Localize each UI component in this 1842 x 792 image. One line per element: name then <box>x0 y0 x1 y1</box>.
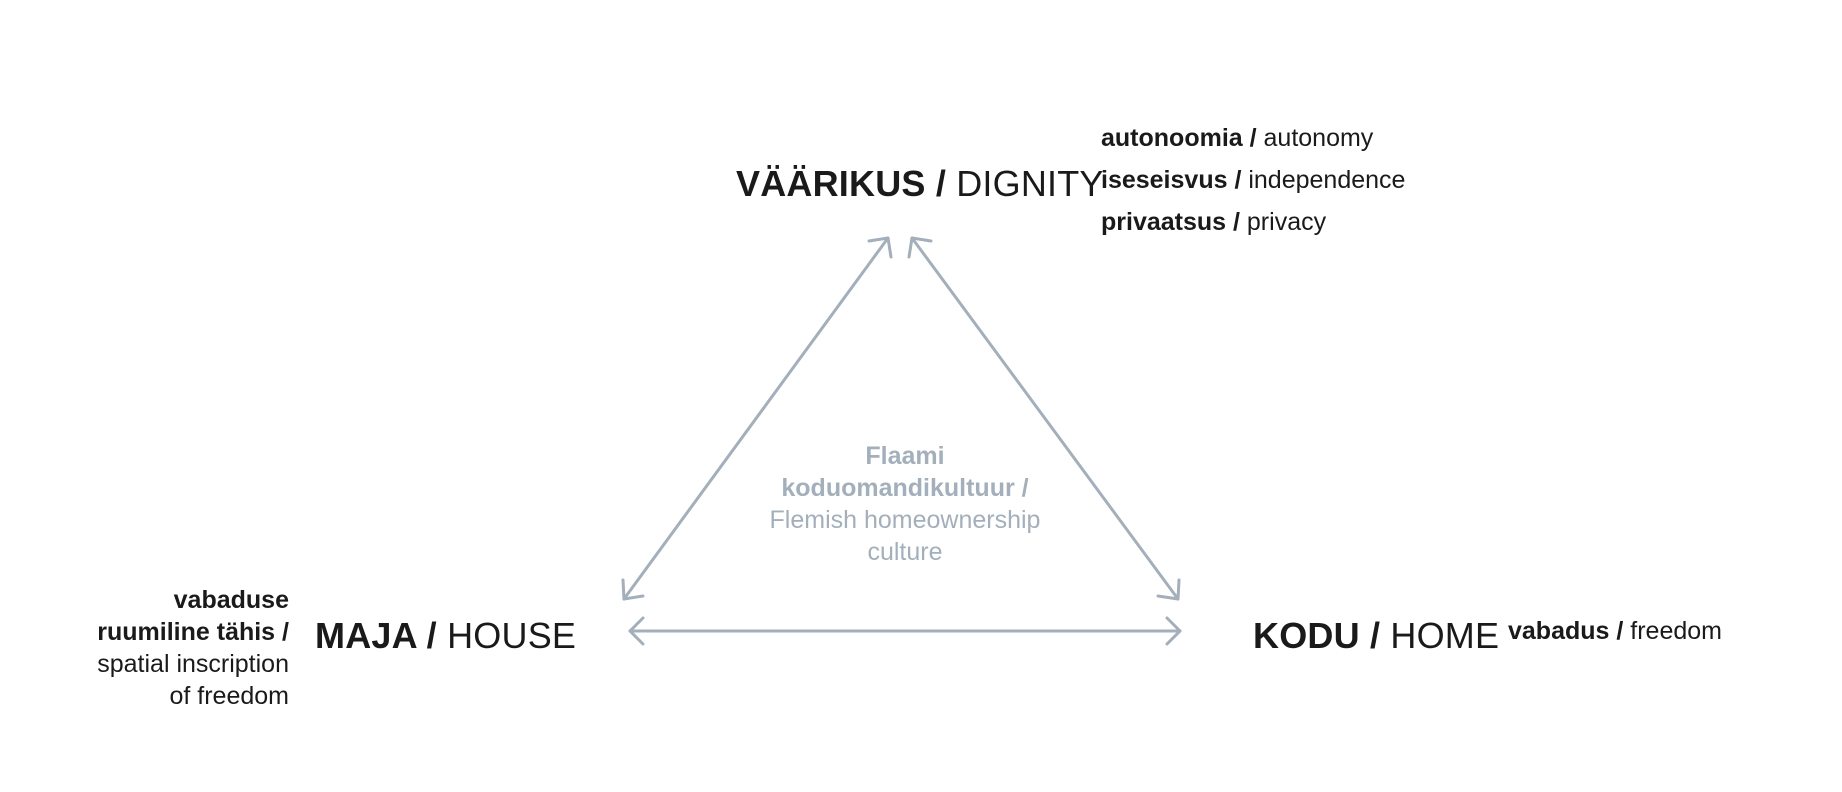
node-house-sep: / <box>416 615 448 656</box>
home-attribute-et: vabadus <box>1508 617 1610 645</box>
arrowhead-dignity-right <box>907 236 933 259</box>
node-home-et: KODU <box>1253 615 1360 656</box>
center-label: Flaami koduomandikultuur / Flemish homeo… <box>745 440 1065 568</box>
center-et-line1: Flaami <box>865 442 945 470</box>
arrowhead-home-bottom <box>1165 616 1182 646</box>
home-attribute-en: freedom <box>1630 617 1722 645</box>
arrow-house-dignity <box>622 236 890 601</box>
arrow-dignity-home <box>910 236 1180 601</box>
center-en-line1: Flemish homeownership <box>769 506 1041 534</box>
home-attribute: vabadus / freedom <box>1508 617 1722 645</box>
node-dignity-sep: / <box>925 163 957 204</box>
node-house-et: MAJA <box>315 615 417 656</box>
arrowhead-dignity-left <box>867 236 893 259</box>
center-en-line2: culture <box>867 538 943 566</box>
house-attribute-et-line1: vabaduse <box>173 586 289 614</box>
node-home: KODU / HOME <box>1253 616 1499 656</box>
arrowhead-house-left <box>621 578 645 601</box>
arrowhead-house-bottom <box>628 616 645 646</box>
house-attribute-et-line2: ruumiline tähis <box>97 618 276 646</box>
node-dignity: VÄÄRIKUS / DIGNITY <box>736 164 1104 204</box>
node-house-en: HOUSE <box>447 615 577 656</box>
node-dignity-et: VÄÄRIKUS <box>736 163 926 204</box>
house-attribute-en-line2: of freedom <box>169 682 289 710</box>
node-home-sep: / <box>1359 615 1391 656</box>
node-dignity-en: DIGNITY <box>956 163 1104 204</box>
dignity-attributes: autonoomia / autonomy iseseisvus / indep… <box>1101 117 1405 243</box>
attribute-privacy: privaatsus / privacy <box>1101 208 1327 236</box>
attribute-autonomy: autonoomia / autonomy <box>1101 124 1374 152</box>
arrowhead-home-right <box>1156 578 1181 601</box>
center-et-line2: koduomandikultuur <box>781 474 1015 502</box>
house-attribute: vabaduse ruumiline tähis / spatial inscr… <box>97 586 289 710</box>
node-home-en: HOME <box>1390 615 1500 656</box>
attribute-independence: iseseisvus / independence <box>1101 166 1406 194</box>
house-attribute-en-line1: spatial inscription <box>97 650 289 678</box>
node-house: MAJA / HOUSE <box>315 616 576 656</box>
